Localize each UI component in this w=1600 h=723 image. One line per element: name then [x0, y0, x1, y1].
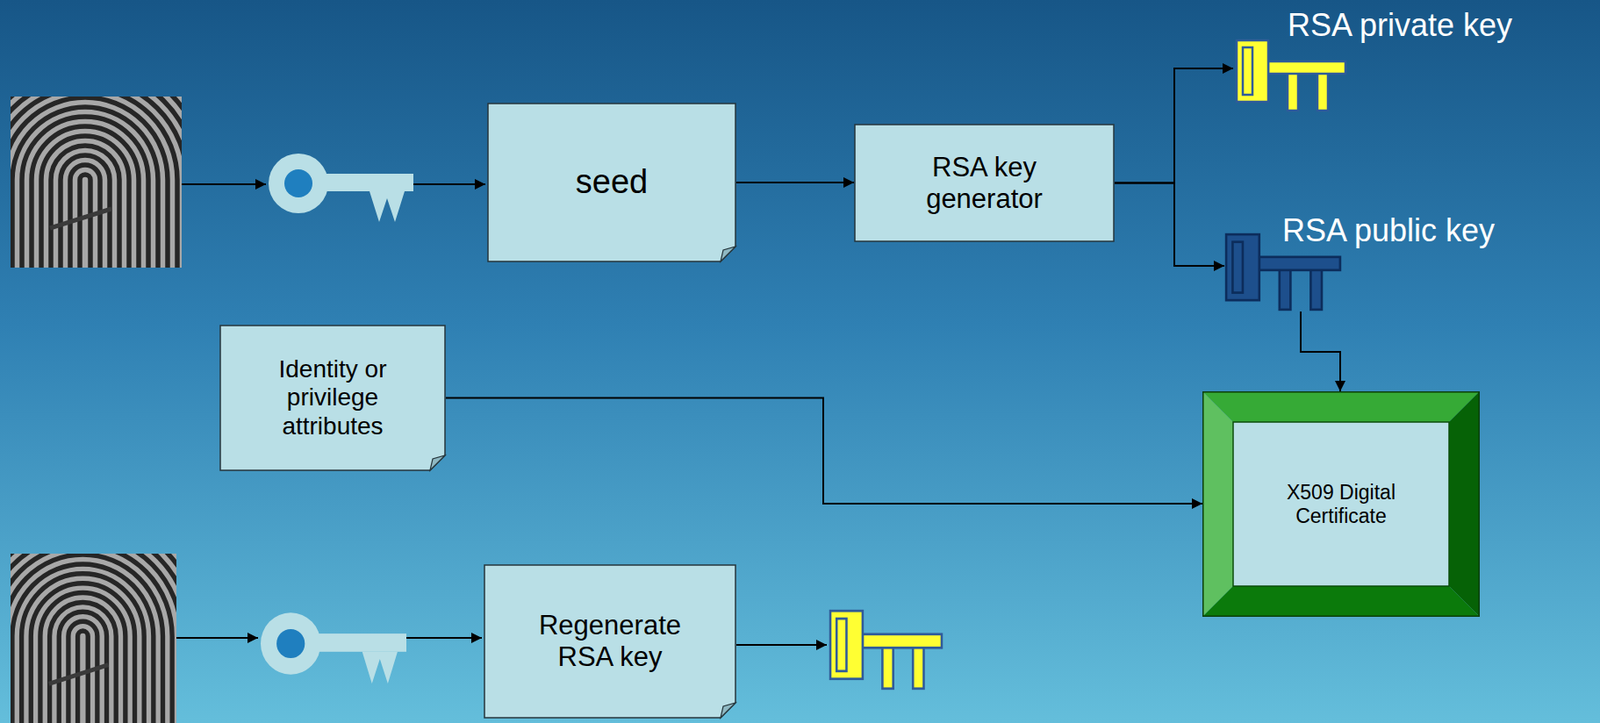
frame-left [1202, 391, 1234, 618]
certificate-panel [1233, 422, 1450, 587]
box-text: Regenerate RSA key [522, 609, 698, 673]
flow-arrow [406, 637, 482, 639]
note-box: Regenerate RSA key [483, 564, 737, 719]
flow-arrow [736, 644, 827, 646]
note-shape [487, 103, 736, 262]
fingerprint-image [0, 516, 201, 723]
box-text: RSA key generator [896, 151, 1073, 215]
key-label: RSA public key [1282, 212, 1495, 249]
key-icon [1236, 40, 1346, 111]
box-text: Identity or privilege attributes [258, 355, 408, 441]
connector-arrow [736, 181, 854, 184]
connector-arrow [1300, 311, 1341, 392]
fingerprint-image [0, 58, 207, 273]
box-text: X509 Digital Certificate [1266, 480, 1416, 528]
process-box: RSA key generator [853, 123, 1115, 243]
rect-shape [854, 124, 1114, 242]
frame-right [1449, 391, 1480, 618]
frame-top [1202, 391, 1480, 423]
biometric-key-icon [260, 612, 407, 684]
frame-bottom [1202, 586, 1480, 618]
key-node: RSA public key [1224, 212, 1564, 312]
frame-edge [1203, 392, 1480, 618]
note-box: seed [487, 102, 737, 263]
certificate-box: X509 Digital Certificate [1202, 391, 1480, 618]
box-text: seed [575, 163, 648, 202]
private-key-icon [830, 610, 942, 689]
folded-corner [430, 455, 445, 471]
connector-arrow [1114, 183, 1225, 267]
connector-arrow [1114, 68, 1234, 184]
key-node: RSA private key [1233, 7, 1564, 115]
flow-arrow [176, 637, 259, 639]
note-box: Identity or privilege attributes [219, 324, 446, 472]
key-label: RSA private key [1287, 7, 1513, 44]
connector-arrow [445, 398, 1203, 505]
note-shape [220, 325, 445, 471]
flow-arrow [413, 183, 486, 186]
note-shape [484, 565, 736, 718]
flow-arrow [181, 183, 266, 186]
biometric-key-icon [268, 153, 414, 223]
folded-corner [720, 246, 736, 262]
folded-corner [720, 703, 736, 718]
